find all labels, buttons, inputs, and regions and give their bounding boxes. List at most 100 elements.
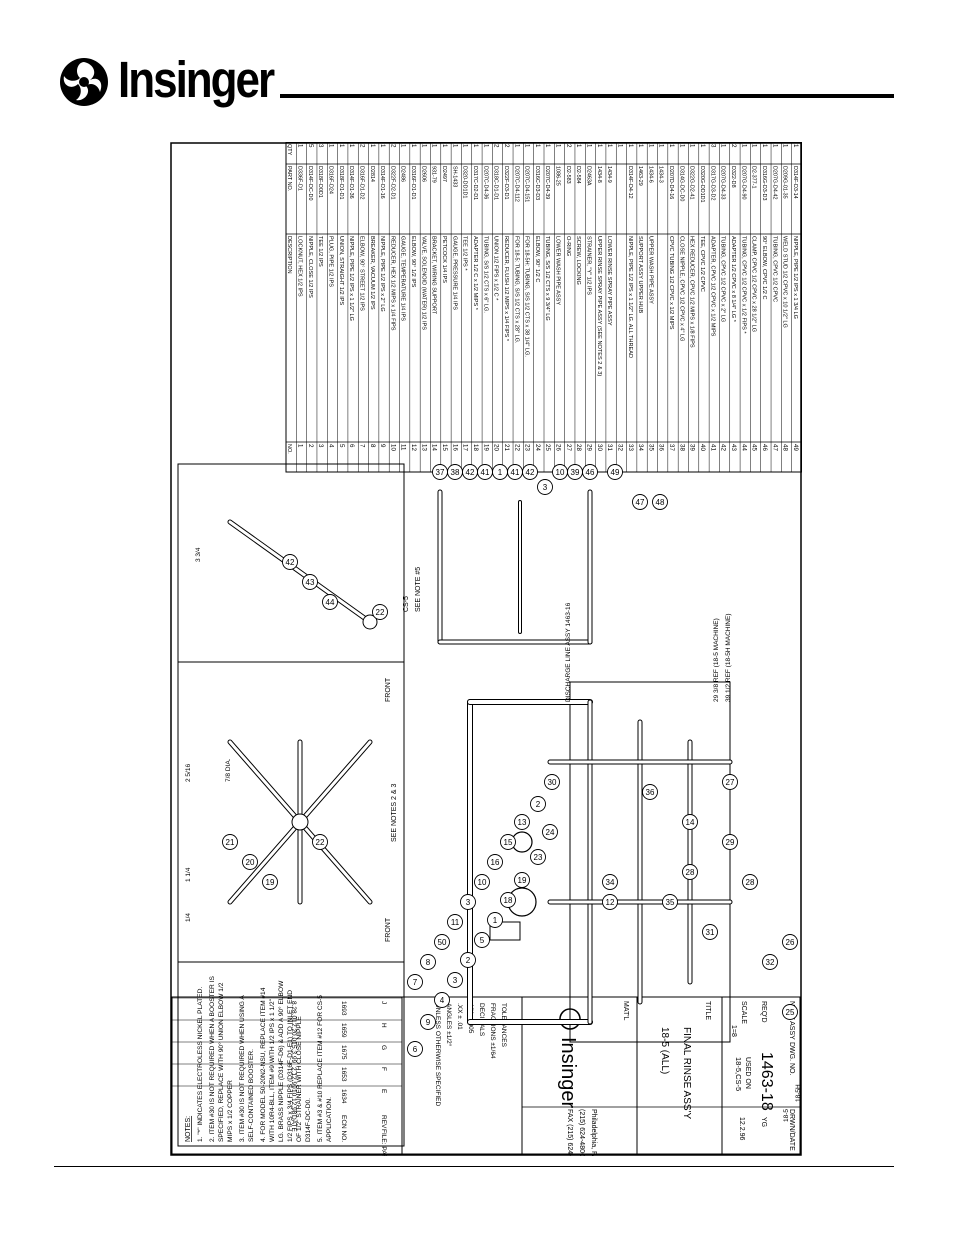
item-balloon-number: 10	[478, 878, 487, 887]
bom-item-description: ELBOW, 90° STREET 1/2 IPS	[358, 236, 364, 311]
item-balloon-number: 36	[646, 788, 655, 797]
bom-item-no: 5	[338, 444, 345, 448]
item-balloon-number: 19	[518, 876, 527, 885]
item-balloon	[544, 774, 560, 790]
bom-item-no: 1	[297, 444, 304, 448]
bom-item-qty: 1	[782, 144, 789, 148]
item-balloon	[662, 894, 678, 910]
item-balloon-number: 27	[726, 778, 735, 787]
revision-ecn: 1653	[340, 1067, 347, 1082]
item-balloon	[530, 796, 546, 812]
item-balloon	[632, 494, 648, 510]
bom-item-no: 33	[627, 444, 634, 451]
bom-item-qty: 1	[720, 144, 727, 148]
revision-date: 8.28.01	[290, 1001, 297, 1023]
item-balloon	[407, 1041, 423, 1057]
revision-date: 10.12.98	[290, 1089, 297, 1115]
bom-item-qty: 1	[689, 144, 696, 148]
bom-item-qty: 1	[544, 144, 551, 148]
bom-item-part-no: 1463-29	[637, 166, 643, 186]
bom-item-part-no: D317G-D3-D2	[709, 166, 715, 200]
insinger-logo-icon	[54, 52, 276, 112]
dim-7-8-label: 7/8 DIA.	[225, 758, 232, 782]
bom-item-part-no: D2-377-1	[751, 166, 757, 188]
item-balloon-number: 32	[766, 958, 775, 967]
bom-item-no: 22	[513, 444, 520, 451]
bom-item-qty: 3	[317, 144, 324, 148]
bom-item-part-no: D2497	[441, 166, 447, 182]
item-balloon-number: 29	[726, 838, 735, 847]
item-balloon-number: 24	[546, 828, 555, 837]
bom-item-no: 9	[379, 444, 386, 448]
dim-3-3-4-label: 3 3/4	[195, 547, 202, 562]
item-balloon-number: 9	[426, 1018, 431, 1027]
bom-item-no: 25	[544, 444, 551, 451]
bom-item-description: UPPER WASH PIPE ASSY	[647, 236, 653, 304]
bom-item-description: UPPER RINSE SPRAY PIPE ASSY (SEE NOTES 2…	[596, 236, 602, 376]
item-balloon-number: 22	[316, 838, 325, 847]
item-balloon	[302, 574, 318, 590]
bom-item-part-no: D322F-D3-D1	[503, 166, 509, 200]
bom-item-no: 8	[369, 444, 376, 448]
bom-item-qty: 1	[420, 144, 427, 148]
bom-item-no: 10	[389, 444, 396, 451]
bom-item-description: TUBING, S/S 1/2 CTS x 9 3/4" LG	[544, 236, 550, 321]
bom-item-part-no: D207C-D4-39	[544, 166, 550, 199]
bom-item-part-no: D209G-01-35	[782, 166, 788, 199]
bom-item-part-no: D314F-D4-12	[627, 166, 633, 199]
dwg-number: 1463-18	[758, 1052, 775, 1111]
bom-item-no: 21	[503, 444, 510, 451]
bom-item-part-no: D316F-D1-D2	[358, 166, 364, 200]
bom-item-part-no: D336F-D1	[297, 166, 303, 191]
bom-item-no: 24	[534, 444, 541, 451]
bom-item-description: HEX REDUCER, CPVC 1/2 MIPS x 1/8 FIPS	[689, 236, 695, 348]
drawing-subtitle: 18-5 (ALL)	[659, 1027, 670, 1074]
note-line: D314F-DC-D0.	[305, 1098, 312, 1142]
item-balloon-number: 18	[504, 896, 513, 905]
bom-item-part-no: D322G-D2-41	[689, 166, 695, 200]
item-balloon-number: 1	[498, 468, 503, 477]
revision-ecn: 1659	[340, 1023, 347, 1038]
bom-item-part-no: 1086-25	[555, 166, 561, 186]
dim-2-5-16-label: 2 5/16	[185, 764, 192, 782]
revision-date: 2.12.99	[290, 1067, 297, 1089]
item-balloon	[474, 932, 490, 948]
bom-item-description: UNION, STRAIGHT 1/2 IPS	[338, 236, 344, 305]
bom-item-description: ELBOW, 90° 1/2 IPS	[410, 236, 416, 288]
bom-item-part-no: 931-79	[431, 166, 437, 183]
item-balloon	[602, 874, 618, 890]
title-label: TITLE	[704, 1001, 711, 1020]
item-balloon	[460, 952, 476, 968]
bom-item-no: 40	[699, 444, 706, 451]
bom-item-qty: 1	[462, 144, 469, 148]
item-balloon	[487, 854, 503, 870]
bom-item-part-no: D314F-DC-D0	[307, 166, 313, 200]
item-balloon-number: 2	[536, 800, 541, 809]
tolerance-line: TOLERANCES	[500, 1003, 507, 1048]
bom-item-description: TEE 1/2 IPS *	[462, 236, 468, 271]
item-balloon	[602, 894, 618, 910]
bom-item-part-no: D207C-D4-151	[524, 166, 530, 202]
bom-item-no: 37	[668, 444, 675, 451]
file-path: FILE: PARTS\1463-18	[380, 1129, 387, 1156]
item-balloon-number: 35	[666, 898, 675, 907]
item-balloon	[242, 854, 258, 870]
item-balloon-number: 14	[686, 818, 695, 827]
bom-item-description: SCREW, LOCKING	[575, 236, 581, 285]
bom-item-description: REDUCER, FLUSH 1/2 MIPS x 1/4 FIPS *	[503, 236, 509, 342]
item-balloon	[474, 874, 490, 890]
item-balloon-number: 23	[534, 853, 543, 862]
bom-item-qty: 1	[441, 144, 448, 148]
bom-item-qty: 1	[555, 144, 562, 148]
bom-item-no: 14	[431, 444, 438, 451]
item-balloon	[530, 849, 546, 865]
bom-item-part-no: D207D-D4-16	[668, 166, 674, 199]
bom-item-description: TUBING, CPVC 1/2 CPVC x 2" LG	[720, 236, 726, 322]
note-line: 3. ITEM #30 IS NOT REQUIRED WHEN USING A	[239, 995, 246, 1142]
bom-item-qty: 1	[596, 144, 603, 148]
item-balloon-number: 42	[286, 558, 295, 567]
scale-label: SCALE	[740, 1001, 747, 1024]
bom-item-no: 41	[709, 444, 716, 451]
bom-item-no: 4	[327, 444, 334, 448]
